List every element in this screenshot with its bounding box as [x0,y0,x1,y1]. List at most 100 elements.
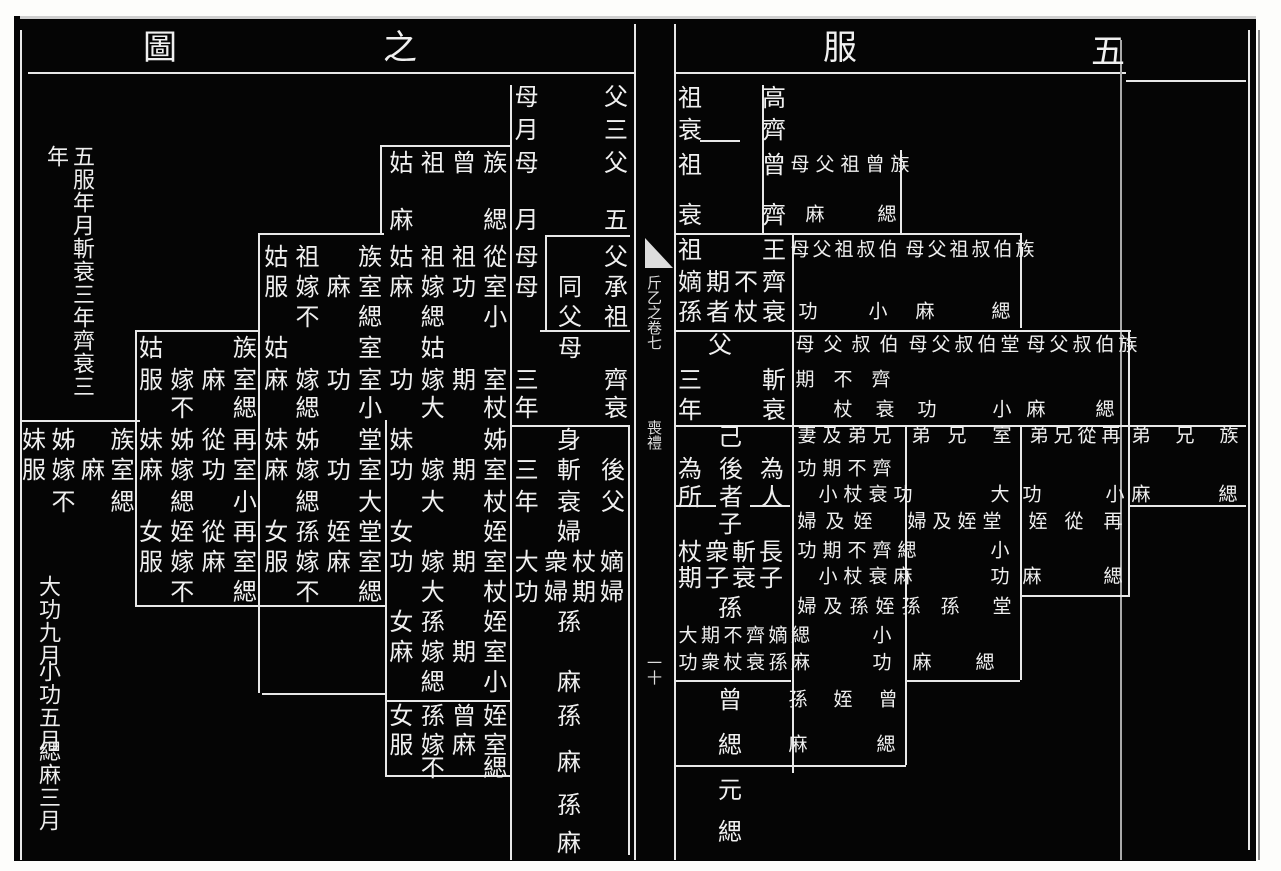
glyph-space [358,118,382,142]
glyph: 衆 [700,651,721,674]
glyph: 嫁 [420,548,445,576]
glyph: 嫡 [600,548,624,576]
glyph-space [139,640,163,664]
glyph: 母 [790,153,810,176]
glyph-space [358,85,382,109]
glyph-space [233,118,257,142]
glyph: 年 [678,396,702,424]
glyph: 斬 [557,456,581,484]
header-rule-right [676,72,1126,74]
kin-row: 父 [676,331,734,359]
kin-row-side: 衰 父 [555,488,627,516]
rule [135,605,385,607]
glyph: 杖 [833,398,853,421]
glyph: 衰 [868,565,888,588]
glyph-space [264,756,288,780]
glyph: 衆 [544,548,568,576]
glyph: 族 [1015,238,1035,261]
glyph: 三 [514,366,539,394]
rule [750,505,790,507]
glyph: 身 [557,426,581,454]
glyph: 孫 [420,702,445,730]
glyph-space [327,151,351,175]
glyph: 功 [872,651,892,674]
glyph-space [548,85,572,109]
glyph-space [452,305,476,329]
rule [676,505,716,507]
kin-row-side: 麻 [555,829,583,857]
glyph-space [734,118,758,142]
gutter-page-number: 一十 [645,655,663,685]
kin-row-side: 齊 [546,366,630,394]
glyph: 齊 [871,368,891,391]
glyph: 孫 [678,298,702,326]
rule [20,420,140,422]
glyph: 姑 [264,334,289,362]
kin-row-side: 孫 [555,608,583,636]
kin-row: 所者人 [676,483,786,511]
glyph: 母 [790,238,810,261]
glyph: 斬 [762,366,786,394]
title-char-diagram: 圖 [143,28,177,68]
glyph: 不 [295,303,320,331]
kin-segment: 室 [988,422,1016,450]
glyph: 室 [992,424,1012,447]
glyph: 伯 [993,238,1013,261]
glyph: 祖 [295,243,320,271]
glyph-space [678,820,702,844]
glyph-space [421,208,445,232]
glyph-space [841,206,860,225]
glyph: 嫁 [295,273,320,301]
glyph: 杖 [483,394,508,422]
header-rule-left [28,72,636,74]
kin-segment: 功期不齊 [793,455,896,483]
glyph: 孫 [901,595,921,618]
glyph: 小 [483,668,508,696]
glyph: 衰 [875,398,895,421]
glyph: 元 [718,776,742,804]
glyph: 室 [232,456,257,484]
glyph: 杖 [843,565,863,588]
glyph-space [233,704,257,728]
glyph: 麻 [1131,483,1151,506]
glyph: 麻 [912,651,932,674]
glyph: 不 [295,578,320,606]
glyph: 妹 [139,426,163,454]
kin-row-side: 斬 後 [555,456,627,484]
glyph: 及 [825,510,845,533]
glyph: 者 [706,298,730,326]
glyph: 父 [812,238,832,261]
glyph: 麻 [1026,398,1046,421]
glyph: 室 [232,366,257,394]
glyph: 弟 [1131,424,1151,447]
glyph-space [389,580,413,604]
glyph: 弟 [911,424,931,447]
glyph-space [233,245,257,269]
glyph: 族 [110,426,135,454]
kin-row: 杖衆斬長 [676,538,785,566]
rule [258,233,384,235]
glyph: 之 [383,28,417,68]
glyph: 祖 [678,236,702,264]
glyph: 姪 [483,608,508,636]
glyph-space [202,704,226,728]
glyph-space [327,85,351,109]
glyph: 母 [514,273,539,301]
rule [676,233,1021,235]
kin-row: 月 [137,116,541,144]
glyph: 小 [483,303,508,331]
glyph: 曾 [762,151,786,179]
kin-segment: 功期不齊緦 [793,537,921,565]
glyph: 大 [514,548,539,576]
glyph-space [264,85,288,109]
glyph: 齊 [745,624,766,647]
glyph: 族 [890,153,910,176]
glyph-space [678,733,702,757]
glyph-space [483,85,507,109]
rule [1128,505,1246,507]
glyph-space [139,670,163,694]
glyph: 叔 [851,333,871,356]
rule [676,765,906,767]
glyph: 功 [797,457,817,480]
glyph: 姑 [389,243,414,271]
